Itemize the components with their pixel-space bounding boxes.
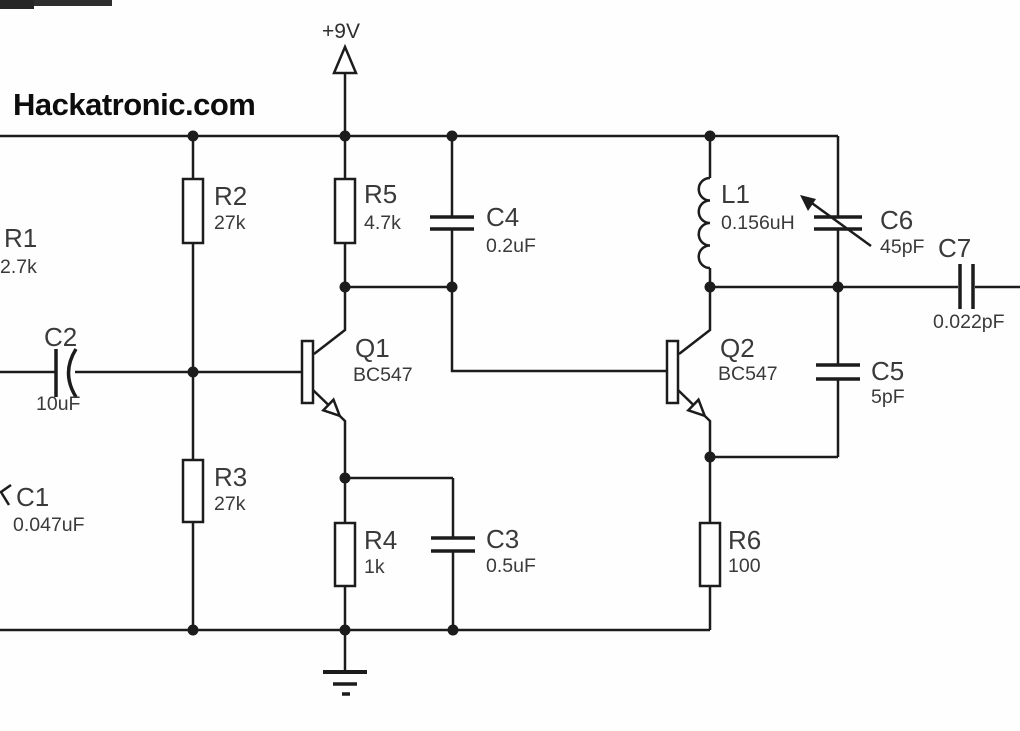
- resistor-R2: R2 27k: [181, 177, 247, 245]
- wire-q2-collector: [678, 287, 712, 355]
- resistor-R3-value: 27k: [214, 493, 246, 515]
- capacitor-C2: C2 10uF: [36, 322, 81, 415]
- capacitor-C5-ref: C5: [871, 356, 904, 386]
- transistor-Q1: Q1 BC547: [300, 333, 413, 418]
- resistor-R3: R3 27k: [181, 458, 247, 524]
- transistor-Q2-value: BC547: [718, 363, 778, 385]
- capacitor-C4-plates: [430, 215, 474, 231]
- capacitor-C5-value: 5pF: [871, 386, 905, 408]
- capacitor-C6-ref: C6: [880, 205, 913, 235]
- capacitor-C6-variable: C6 45pF: [800, 195, 925, 258]
- edge-artifact-bar: [0, 0, 112, 6]
- wire-q1-collector: [313, 287, 347, 355]
- inductor-L1-coil: [697, 176, 711, 270]
- junction-dot: [339, 472, 351, 484]
- capacitor-C3-value: 0.5uF: [486, 555, 536, 577]
- ground-icon: [323, 670, 367, 696]
- junction-dot: [704, 281, 716, 293]
- resistor-R3-ref: R3: [214, 462, 247, 492]
- junction-dot: [339, 130, 351, 142]
- resistor-R6-ref: R6: [728, 525, 761, 555]
- watermark-text: Hackatronic.com: [13, 87, 255, 122]
- capacitor-C4: C4 0.2uF: [430, 202, 536, 257]
- capacitor-C4-value: 0.2uF: [486, 235, 536, 257]
- capacitor-C1-partial-symbol: [0, 483, 12, 506]
- wire-q2-emitter-r6: [677, 389, 712, 630]
- capacitor-C7: C7 0.022pF: [933, 233, 1005, 333]
- junction-dot: [704, 451, 716, 463]
- capacitor-C3-plates: [431, 536, 475, 553]
- capacitor-C6-value: 45pF: [880, 236, 925, 258]
- inductor-L1-value: 0.156uH: [721, 212, 795, 234]
- capacitor-C5-plates: [816, 363, 860, 381]
- wire-c5-branch: [710, 287, 840, 459]
- power-supply: +9V: [322, 20, 360, 75]
- capacitor-C2-plate-curved: [66, 348, 78, 398]
- power-arrow-icon: [332, 43, 358, 75]
- resistor-R4-value: 1k: [364, 556, 385, 578]
- capacitor-C2-value: 10uF: [36, 393, 81, 415]
- transistor-Q2-ref: Q2: [720, 333, 755, 363]
- junction-dot: [187, 624, 199, 636]
- transistor-Q1-value: BC547: [353, 364, 413, 386]
- resistor-R5: R5 4.7k: [333, 177, 401, 245]
- capacitor-C7-ref: C7: [938, 233, 971, 263]
- resistor-R1: R1 2.7k: [0, 223, 37, 278]
- transistor-Q1-emitter-arrow: [321, 397, 342, 418]
- resistor-R5-ref: R5: [364, 179, 397, 209]
- capacitor-C3-ref: C3: [486, 524, 519, 554]
- wire-c3-branch: [345, 476, 455, 630]
- junction-dot: [187, 366, 199, 378]
- capacitor-C1-ref: C1: [16, 482, 49, 512]
- junction-dot: [446, 281, 458, 293]
- power-label: +9V: [322, 20, 360, 43]
- resistor-R6-value: 100: [728, 555, 761, 577]
- transistor-Q2: Q2 BC547: [665, 333, 778, 418]
- junction-dot: [446, 130, 458, 142]
- capacitor-C1: C1 0.047uF: [0, 482, 85, 536]
- transistor-Q1-ref: Q1: [355, 333, 390, 363]
- resistor-R4: R4 1k: [333, 521, 397, 588]
- capacitor-C6-arrowhead: [800, 195, 816, 211]
- resistor-R2-body: [181, 177, 205, 245]
- wire-c4-q2base: [450, 136, 666, 373]
- resistor-R6: R6 100: [698, 521, 761, 588]
- capacitor-C5: C5 5pF: [816, 356, 905, 408]
- inductor-L1: L1 0.156uH: [697, 176, 795, 270]
- edge-artifact-bar2: [0, 0, 34, 9]
- transistor-Q2-base-bar: [665, 339, 680, 405]
- junction-dot: [832, 281, 844, 293]
- resistor-R6-body: [698, 521, 722, 588]
- resistor-R5-body: [333, 177, 357, 245]
- junction-dot: [447, 624, 459, 636]
- capacitor-C6-arrow-shaft: [808, 199, 872, 248]
- capacitor-C3: C3 0.5uF: [431, 524, 536, 577]
- transistor-Q1-base-bar: [300, 339, 315, 405]
- resistor-R3-body: [181, 458, 205, 524]
- capacitor-C7-value: 0.022pF: [933, 311, 1005, 333]
- capacitor-C6-plates: [814, 215, 862, 231]
- resistor-R1-ref: R1: [4, 223, 37, 253]
- resistor-R4-ref: R4: [364, 525, 397, 555]
- capacitor-C7-plates: [958, 264, 975, 309]
- resistor-R2-ref: R2: [214, 181, 247, 211]
- resistor-R1-value: 2.7k: [0, 256, 37, 278]
- capacitor-C4-ref: C4: [486, 202, 519, 232]
- transistor-Q2-emitter-arrow: [686, 397, 707, 418]
- capacitor-C1-value: 0.047uF: [13, 514, 85, 536]
- wires: [0, 73, 1020, 672]
- inductor-L1-ref: L1: [721, 179, 750, 209]
- edge-artifact-top: [0, 0, 112, 9]
- resistor-R5-value: 4.7k: [364, 212, 401, 234]
- junction-dot: [339, 624, 351, 636]
- resistor-R2-value: 27k: [214, 212, 246, 234]
- capacitor-C2-ref: C2: [44, 322, 77, 352]
- junction-dot: [704, 130, 716, 142]
- junction-dots: [187, 130, 844, 636]
- resistor-R4-body: [333, 521, 357, 588]
- junction-dot: [187, 130, 199, 142]
- junction-dot: [339, 281, 351, 293]
